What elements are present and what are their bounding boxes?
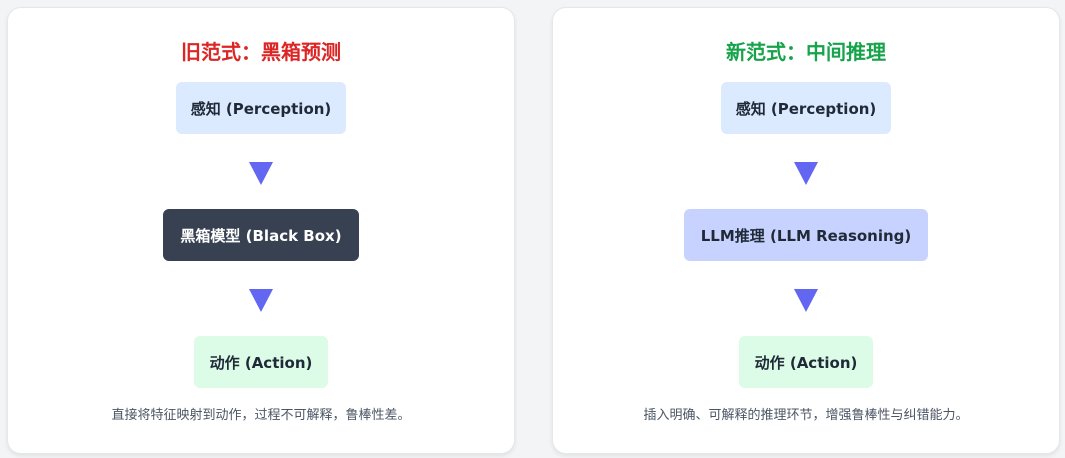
black-box-node: 黑箱模型 (Black Box) bbox=[163, 209, 359, 261]
down-arrow-icon bbox=[249, 162, 273, 185]
action-node: 动作 (Action) bbox=[194, 336, 328, 388]
new-paradigm-card: 新范式：中间推理 感知 (Perception) LLM推理 (LLM Reas… bbox=[552, 7, 1060, 454]
new-paradigm-title: 新范式：中间推理 bbox=[726, 40, 886, 64]
down-arrow-icon bbox=[249, 289, 273, 312]
old-paradigm-title: 旧范式：黑箱预测 bbox=[181, 40, 341, 64]
llm-reasoning-node: LLM推理 (LLM Reasoning) bbox=[684, 209, 928, 261]
old-paradigm-card: 旧范式：黑箱预测 感知 (Perception) 黑箱模型 (Black Box… bbox=[7, 7, 515, 454]
down-arrow-icon bbox=[794, 162, 818, 185]
perception-node: 感知 (Perception) bbox=[176, 82, 346, 134]
down-arrow-icon bbox=[794, 289, 818, 312]
perception-node: 感知 (Perception) bbox=[721, 82, 891, 134]
action-node: 动作 (Action) bbox=[739, 336, 873, 388]
old-paradigm-caption: 直接将特征映射到动作，过程不可解释，鲁棒性差。 bbox=[111, 408, 411, 423]
new-paradigm-caption: 插入明确、可解释的推理环节，增强鲁棒性与纠错能力。 bbox=[643, 408, 969, 423]
